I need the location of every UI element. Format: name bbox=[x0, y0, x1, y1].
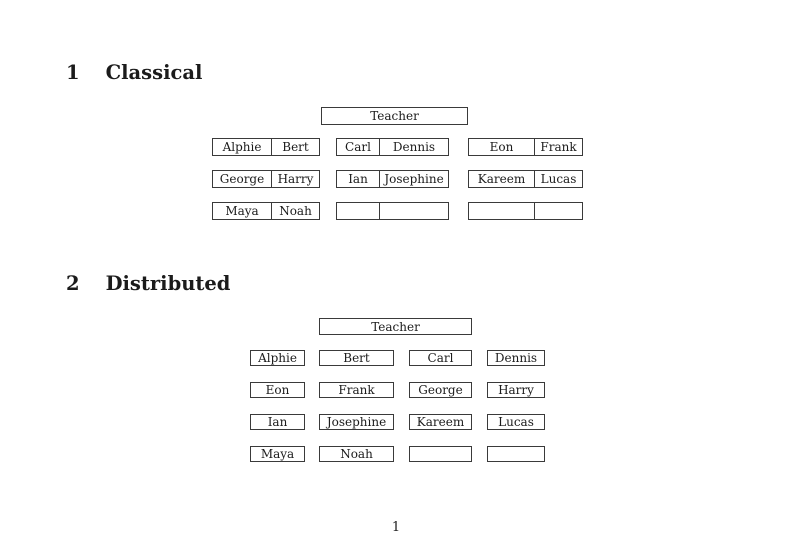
seat-box: George bbox=[409, 382, 472, 398]
desk-seat-label: Frank bbox=[534, 139, 582, 155]
desk-seat-label: Dennis bbox=[379, 139, 448, 155]
desk-box: Kareem Lucas bbox=[468, 170, 583, 188]
seat-label: Alphie bbox=[258, 351, 297, 365]
desk-seat-label: Bert bbox=[271, 139, 319, 155]
seat-label: Harry bbox=[498, 383, 534, 397]
seat-box bbox=[487, 446, 545, 462]
teacher-label: Teacher bbox=[370, 109, 419, 123]
seat-box: Harry bbox=[487, 382, 545, 398]
teacher-box: Teacher bbox=[319, 318, 472, 335]
seat-box: Maya bbox=[250, 446, 305, 462]
desk-seat-label: Carl bbox=[345, 140, 371, 154]
desk-seat-label bbox=[469, 203, 534, 219]
seat-box bbox=[409, 446, 472, 462]
seat-label: Eon bbox=[265, 383, 290, 397]
desk-seat-label bbox=[534, 203, 582, 219]
section-heading-distributed: 2 Distributed bbox=[66, 273, 230, 295]
desk-box bbox=[336, 202, 449, 220]
desk-seat-label: Josephine bbox=[379, 171, 448, 187]
seat-box: Noah bbox=[319, 446, 394, 462]
desk-seat-label: Maya bbox=[225, 204, 259, 218]
seat-label: Josephine bbox=[326, 415, 387, 429]
seat-label: Bert bbox=[343, 351, 370, 365]
desk-seat-label: Alphie bbox=[222, 140, 262, 154]
section-title: Distributed bbox=[105, 272, 231, 295]
seat-box: Kareem bbox=[409, 414, 472, 430]
section-number: 1 bbox=[66, 61, 80, 84]
seat-box: Alphie bbox=[250, 350, 305, 366]
seat-label: Ian bbox=[267, 415, 288, 429]
seat-label: Maya bbox=[260, 447, 295, 461]
seat-label: Kareem bbox=[416, 415, 465, 429]
seat-label: Lucas bbox=[498, 415, 534, 429]
desk-seat-label: Lucas bbox=[534, 171, 582, 187]
seat-box: Bert bbox=[319, 350, 394, 366]
desk-box: Eon Frank bbox=[468, 138, 583, 156]
seat-label: Carl bbox=[427, 351, 454, 365]
desk-seat-label bbox=[337, 203, 379, 219]
seat-label: Noah bbox=[340, 447, 373, 461]
seat-box: Frank bbox=[319, 382, 394, 398]
teacher-box: Teacher bbox=[321, 107, 468, 125]
desk-box: Alphie Bert bbox=[212, 138, 320, 156]
desk-box: Ian Josephine bbox=[336, 170, 449, 188]
desk-box: Carl Dennis bbox=[336, 138, 449, 156]
seat-box: Dennis bbox=[487, 350, 545, 366]
desk-seat-label: George bbox=[219, 172, 265, 186]
seat-box: Josephine bbox=[319, 414, 394, 430]
desk-seat-label: Ian bbox=[348, 172, 368, 186]
section-number: 2 bbox=[66, 272, 80, 295]
desk-box: Maya Noah bbox=[212, 202, 320, 220]
seat-label: Dennis bbox=[494, 351, 538, 365]
desk-box: George Harry bbox=[212, 170, 320, 188]
seat-box: Carl bbox=[409, 350, 472, 366]
section-title: Classical bbox=[105, 61, 203, 84]
desk-seat-label: Noah bbox=[271, 203, 319, 219]
seat-box: Lucas bbox=[487, 414, 545, 430]
desk-seat-label: Harry bbox=[271, 171, 319, 187]
desk-seat-label bbox=[379, 203, 448, 219]
seat-box: Ian bbox=[250, 414, 305, 430]
desk-box bbox=[468, 202, 583, 220]
section-heading-classical: 1 Classical bbox=[66, 62, 202, 84]
teacher-label: Teacher bbox=[371, 319, 420, 334]
desk-seat-label: Eon bbox=[489, 140, 514, 154]
seat-label: Frank bbox=[338, 383, 375, 397]
page-number: 1 bbox=[391, 520, 401, 535]
seat-label: George bbox=[418, 383, 463, 397]
desk-seat-label: Kareem bbox=[477, 172, 526, 186]
seat-box: Eon bbox=[250, 382, 305, 398]
